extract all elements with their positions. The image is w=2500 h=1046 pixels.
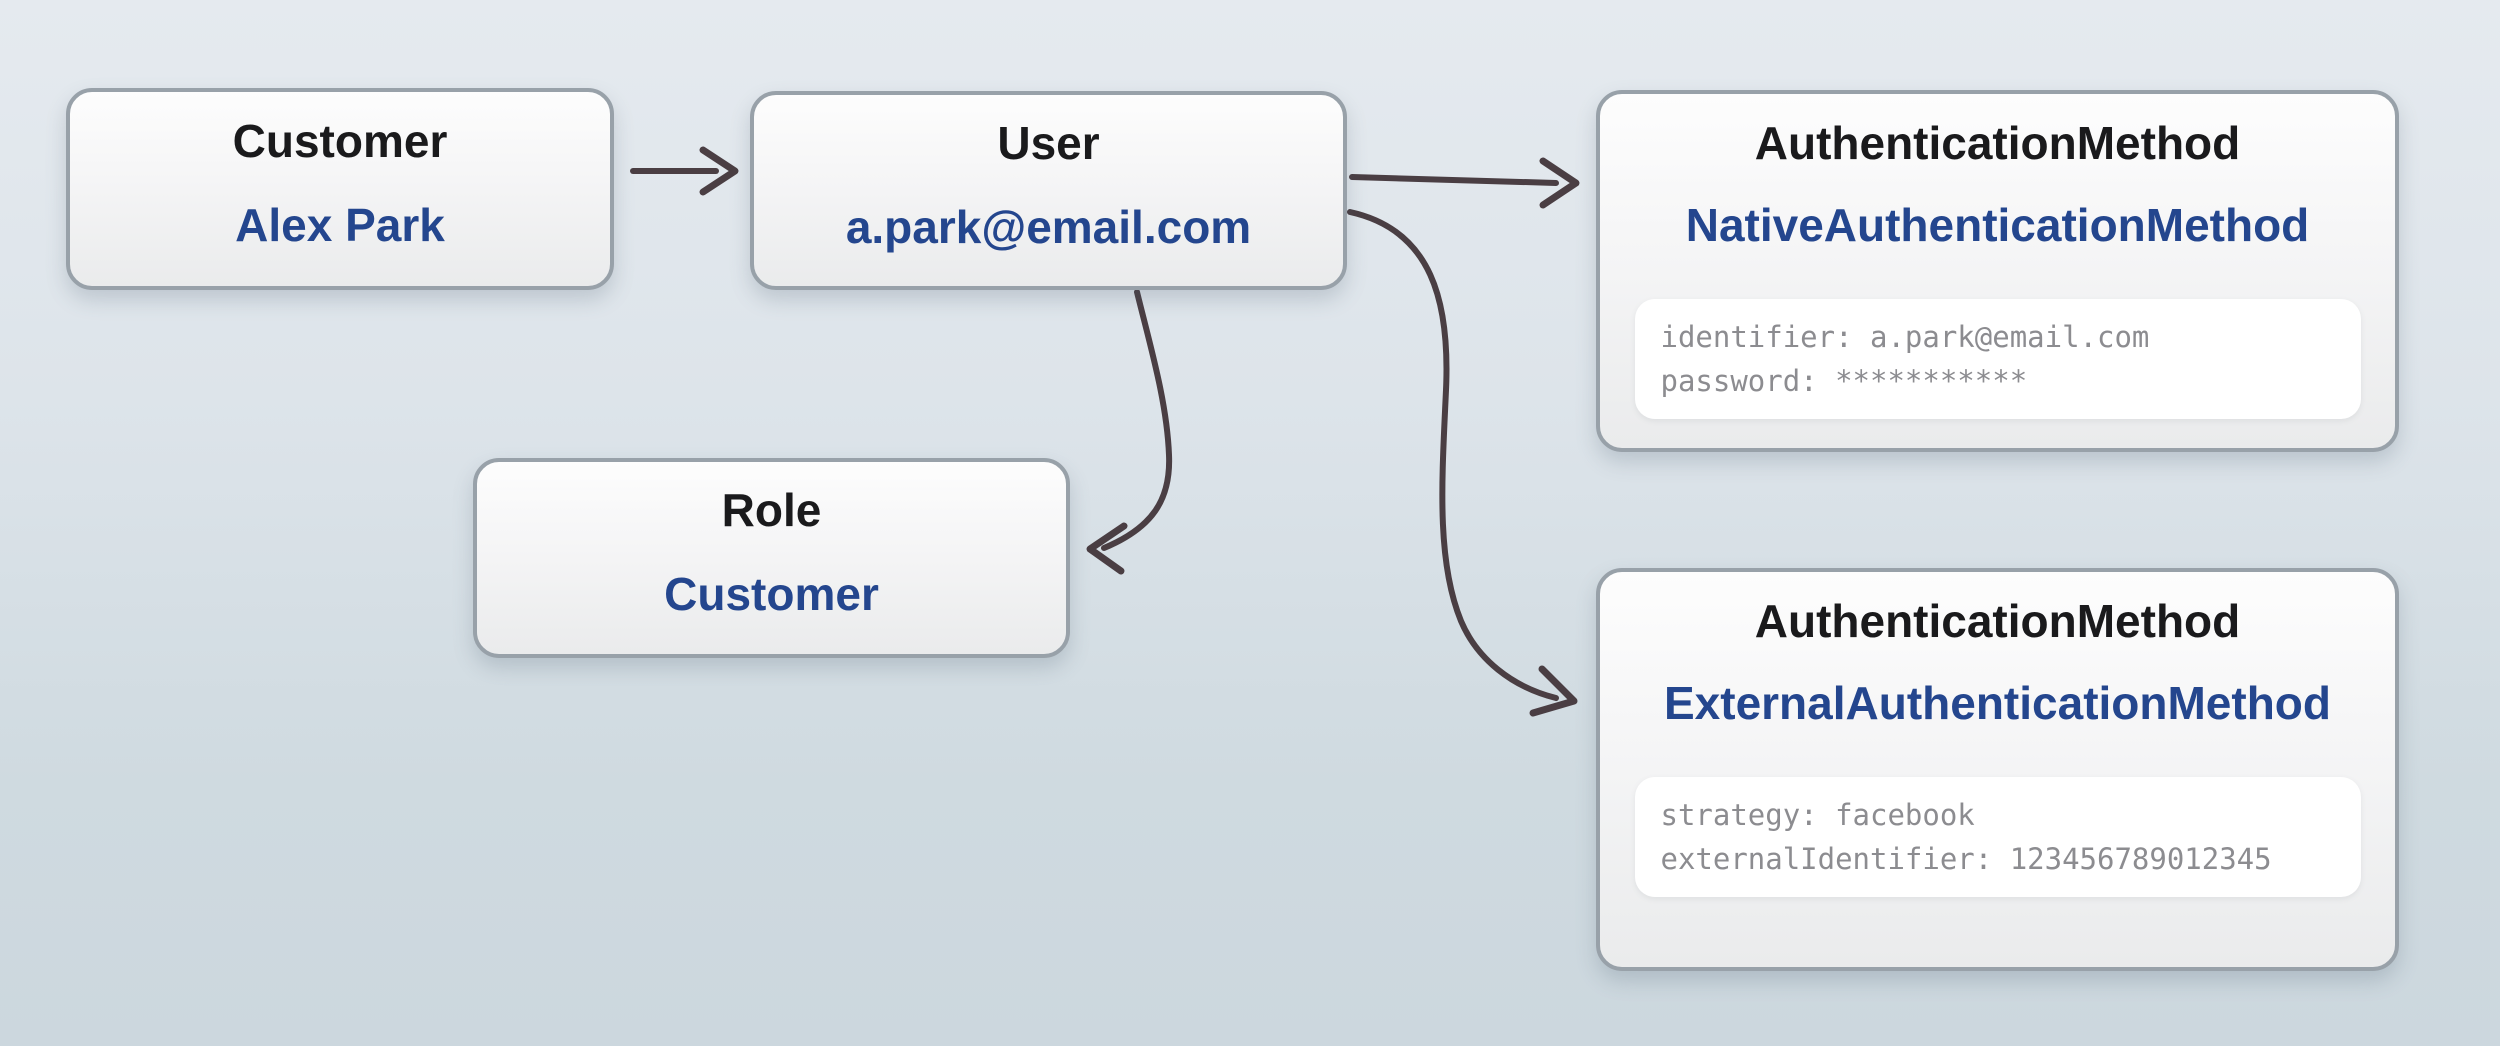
node-value: Alex Park (235, 199, 445, 251)
attributes-box: strategy: facebook externalIdentifier: 1… (1634, 777, 2361, 897)
arrowhead-user-to-role (1086, 522, 1128, 575)
node-value: Customer (664, 568, 879, 620)
arrowhead-customer-to-user (699, 146, 739, 196)
node-title: AuthenticationMethod (1754, 595, 2241, 647)
node-title: AuthenticationMethod (1754, 117, 2241, 169)
node-customer: Customer Alex Park (66, 88, 614, 290)
node-title: Customer (232, 115, 448, 167)
attribute-line: password: *********** (1660, 364, 2028, 398)
attribute-line: strategy: facebook (1660, 798, 1975, 832)
edge-user-to-role (1101, 289, 1173, 551)
node-external-authentication-method: AuthenticationMethod ExternalAuthenticat… (1596, 568, 2399, 971)
edge-user-to-native-auth (1349, 174, 1559, 186)
arrowhead-user-to-native-auth (1539, 157, 1580, 209)
attributes-box: identifier: a.park@email.com password: *… (1634, 299, 2361, 419)
node-user: User a.park@email.com (750, 91, 1347, 290)
node-native-authentication-method: AuthenticationMethod NativeAuthenticatio… (1596, 90, 2399, 452)
node-value: NativeAuthenticationMethod (1685, 199, 2310, 251)
node-title: User (997, 116, 1100, 169)
attribute-line: identifier: a.park@email.com (1660, 320, 2150, 354)
node-role: Role Customer (473, 458, 1070, 658)
node-value: a.park@email.com (845, 200, 1252, 253)
edge-user-to-external-auth (1347, 209, 1559, 701)
attribute-line: externalIdentifier: 123456789012345 (1660, 842, 2272, 876)
node-value: ExternalAuthenticationMethod (1663, 677, 2332, 729)
arrowhead-user-to-external-auth (1529, 665, 1578, 717)
node-title: Role (721, 484, 822, 536)
